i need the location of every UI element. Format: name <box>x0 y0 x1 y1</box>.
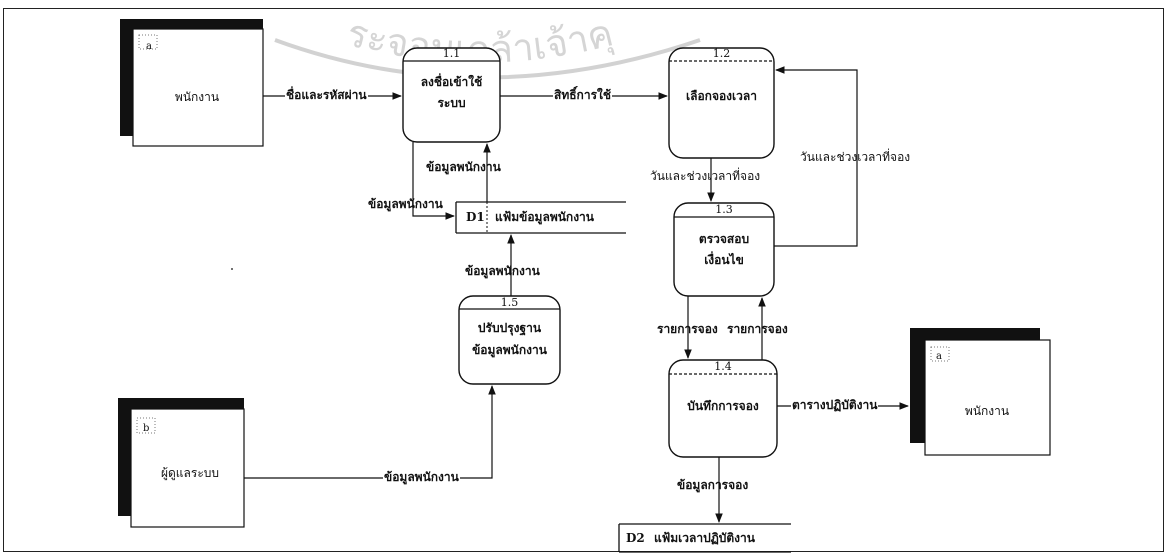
entity-admin <box>118 398 245 528</box>
flow-date-time-back <box>774 66 858 247</box>
process-1-1-line1: ลงชื่อเข้าใช้ <box>420 75 483 89</box>
process-1-5 <box>458 295 561 385</box>
entity-employee-left-id: a <box>146 41 152 52</box>
flow-label-username-password: ชื่อและรหัสผ่าน <box>285 88 368 102</box>
entity-employee-right-id: a <box>936 351 942 362</box>
process-1-2-number: 1.2 <box>712 47 731 60</box>
process-1-4 <box>668 359 778 458</box>
flow-emp-data-left <box>412 142 455 220</box>
datastore-d2-label: แฟ้มเวลาปฏิบัติงาน <box>654 531 755 545</box>
flow-label-emp-data-left: ข้อมูลพนักงาน <box>368 197 443 211</box>
datastore-d1-id: D1 <box>466 210 485 224</box>
entity-admin-label: ผู้ดูแลระบบ <box>160 466 220 480</box>
flow-label-date-time-down: วันและช่วงเวลาที่จอง <box>650 169 761 183</box>
diagram-frame <box>3 8 1164 552</box>
process-1-5-line1: ปรับปรุงฐาน <box>477 321 542 335</box>
process-1-4-line1: บันทึกการจอง <box>687 399 759 413</box>
flow-label-booking-item-2: รายการจอง <box>727 322 788 336</box>
process-1-2-line1: เลือกจองเวลา <box>686 89 757 103</box>
flow-label-emp-data-from-p15: ข้อมูลพนักงาน <box>465 264 540 278</box>
process-1-3-line1: ตรวจสอบ <box>698 232 750 246</box>
process-1-1-line2: ระบบ <box>437 96 466 110</box>
process-1-3 <box>673 202 775 297</box>
process-1-3-number: 1.3 <box>715 203 733 216</box>
process-1-1 <box>402 47 501 143</box>
datastore-d1 <box>455 201 626 234</box>
process-1-3-line2: เงื่อนไข <box>704 253 744 267</box>
flow-label-rights: สิทธิ์การใช้ <box>553 88 613 102</box>
datastore-d2-id: D2 <box>626 531 645 545</box>
process-1-1-number: 1.1 <box>442 47 461 60</box>
process-1-4-number: 1.4 <box>714 360 732 373</box>
flow-label-emp-data-admin: ข้อมูลพนักงาน <box>383 470 460 484</box>
flow-label-schedule: ตารางปฏิบัติงาน <box>791 398 879 412</box>
datastore-d1-label: แฟ้มข้อมูลพนักงาน <box>495 210 594 224</box>
flow-label-date-time-back: วันและช่วงเวลาที่จอง <box>800 150 911 164</box>
flow-label-booking-item-1: รายการจอง <box>657 322 718 336</box>
process-1-2 <box>668 47 775 159</box>
flow-label-emp-data-up: ข้อมูลพนักงาน <box>426 160 501 174</box>
entity-employee-right-label: พนักงาน <box>964 404 1010 418</box>
process-1-5-number: 1.5 <box>500 296 519 309</box>
entity-employee-left-label: พนักงาน <box>174 90 220 104</box>
datastore-d2 <box>618 523 791 553</box>
process-1-5-line2: ข้อมูลพนักงาน <box>472 343 547 357</box>
flow-label-booking-data: ข้อมูลการจอง <box>677 478 749 492</box>
entity-employee-left <box>120 19 264 147</box>
speck <box>231 268 233 270</box>
entity-employee-right <box>910 328 1051 456</box>
flow-emp-data-admin <box>244 385 496 479</box>
entity-admin-id: b <box>143 423 150 434</box>
